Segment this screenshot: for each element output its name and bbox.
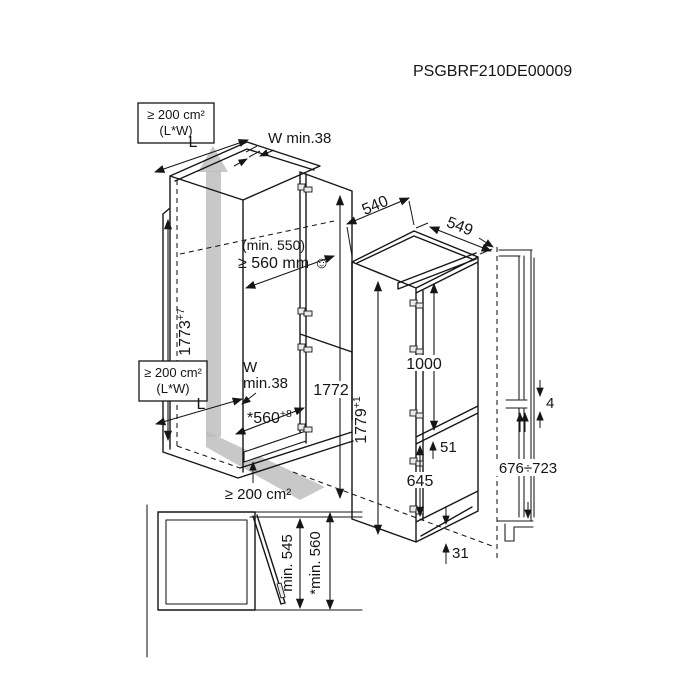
dim-line-appliance-depth <box>429 226 492 252</box>
plan-depth-star-dim: *min. 560 <box>307 531 324 594</box>
niche-width-dim: *560+8 <box>247 408 292 427</box>
plinth-height-value: 31 <box>452 545 469 562</box>
dim-line-appliance-width <box>346 197 410 225</box>
top-vent-area-label: ≥ 200 cm² <box>147 107 205 122</box>
appliance-hinge-icon <box>409 505 424 515</box>
niche-depth-value: ≥ 560 mm ☺ <box>238 255 330 272</box>
top-panel-width-arrow-b <box>233 158 248 167</box>
side-vent-area-label: ≥ 200 cm² <box>144 365 202 380</box>
top-panel-width-label: W min.38 <box>268 130 331 147</box>
upper-door-dim-bg <box>405 355 444 371</box>
appliance-dimensions: 540 549 1779+1 1000 51 645 31 <box>346 193 494 564</box>
cabinet-isometric <box>162 141 354 479</box>
appliance-depth-dim: 549 <box>444 214 475 239</box>
appliance-hinge-icon <box>409 409 424 419</box>
side-view-leader-arrow <box>478 237 494 248</box>
door-handle-icon <box>276 582 286 599</box>
top-panel-thickness-ticks <box>245 145 261 158</box>
appliance-height-tolerance: +1 <box>351 396 363 408</box>
niche-depth-note: (min. 550) <box>242 237 305 253</box>
side-profile-view: 4 676÷723 <box>495 247 561 559</box>
appliance-hinge-icon <box>409 299 424 309</box>
niche-width-value: *560 <box>247 410 280 427</box>
appliance-height-dim: 1779+1 <box>351 396 370 444</box>
appliance-depth-value: 549 <box>444 214 475 239</box>
niche-width-tolerance: +8 <box>280 408 292 420</box>
upper-door-height-value: 1000 <box>406 356 442 373</box>
dim-line-top-length <box>154 139 249 173</box>
airflow-base-band <box>206 431 325 500</box>
cabinet-dimensions: ≥ 200 cm² (L*W) L W min.38 (min. 550) ≥ … <box>137 102 351 503</box>
svg-text:1779+1: 1779+1 <box>351 396 370 444</box>
appliance-hinge-icon <box>409 345 424 355</box>
door-gap-value: 51 <box>440 439 457 456</box>
top-vent-label-box <box>137 102 215 144</box>
cabinet-outline <box>162 141 354 479</box>
appliance-width-value: 540 <box>360 193 391 219</box>
side-view-outline <box>497 249 535 542</box>
appliance-isometric <box>351 230 479 543</box>
plan-inner-niche <box>165 519 248 605</box>
side-panel-width-label-w: W <box>243 359 258 376</box>
svg-text:1773+7: 1773+7 <box>175 308 194 356</box>
side-vent-area-units: (L*W) <box>156 381 189 396</box>
cabinet-hinge-icon <box>297 307 313 317</box>
cabinet-height-tolerance: +7 <box>175 308 187 320</box>
panel-gap-value: 4 <box>546 395 554 412</box>
dim-line-niche-width <box>235 407 305 435</box>
appliance-hinge-icon <box>409 457 424 467</box>
panel-range-bg <box>495 459 561 476</box>
plan-depth-min-star-value: *min. 560 <box>307 531 324 594</box>
side-panel-width-label-min: min.38 <box>243 375 288 392</box>
niche-height-bg <box>312 381 351 398</box>
plan-depth-dim: min. 545 <box>279 534 296 592</box>
plan-depth-min-value: min. 545 <box>279 534 296 592</box>
appliance-width-dim: 540 <box>360 193 391 219</box>
plan-view: min. 545 *min. 560 <box>146 504 363 658</box>
side-length-label: L <box>197 396 206 413</box>
niche-height-value: 1772 <box>313 382 349 399</box>
cabinet-hidden-edges <box>176 180 335 469</box>
appliance-height-value: 1779 <box>353 408 370 444</box>
plinth-vent-slot <box>243 430 307 463</box>
plan-outer-cabinet <box>157 511 256 611</box>
model-code-title: PSGBRF210DE00009 <box>413 63 572 80</box>
dim-line-side-length <box>155 397 243 426</box>
top-vent-area-units: (L*W) <box>159 123 192 138</box>
dim-line-niche-depth <box>245 255 335 289</box>
cabinet-height-value: 1773 <box>177 320 194 356</box>
side-panel-width-arrow <box>241 392 257 405</box>
side-vent-label-box <box>138 360 208 402</box>
lower-door-height-value: 645 <box>407 473 434 490</box>
cabinet-height-dim: 1773+7 <box>175 308 194 356</box>
lower-door-dim-bg <box>402 472 439 488</box>
top-panel-width-arrow-a <box>259 149 275 157</box>
airflow-channel <box>206 171 221 437</box>
cabinet-hinge-icon <box>297 183 313 193</box>
top-length-label: L <box>189 134 198 151</box>
appliance-outline <box>351 230 479 543</box>
lower-panel-range-value: 676÷723 <box>499 460 557 477</box>
base-vent-label: ≥ 200 cm² <box>225 486 292 503</box>
cabinet-hinge-icon <box>297 343 313 353</box>
